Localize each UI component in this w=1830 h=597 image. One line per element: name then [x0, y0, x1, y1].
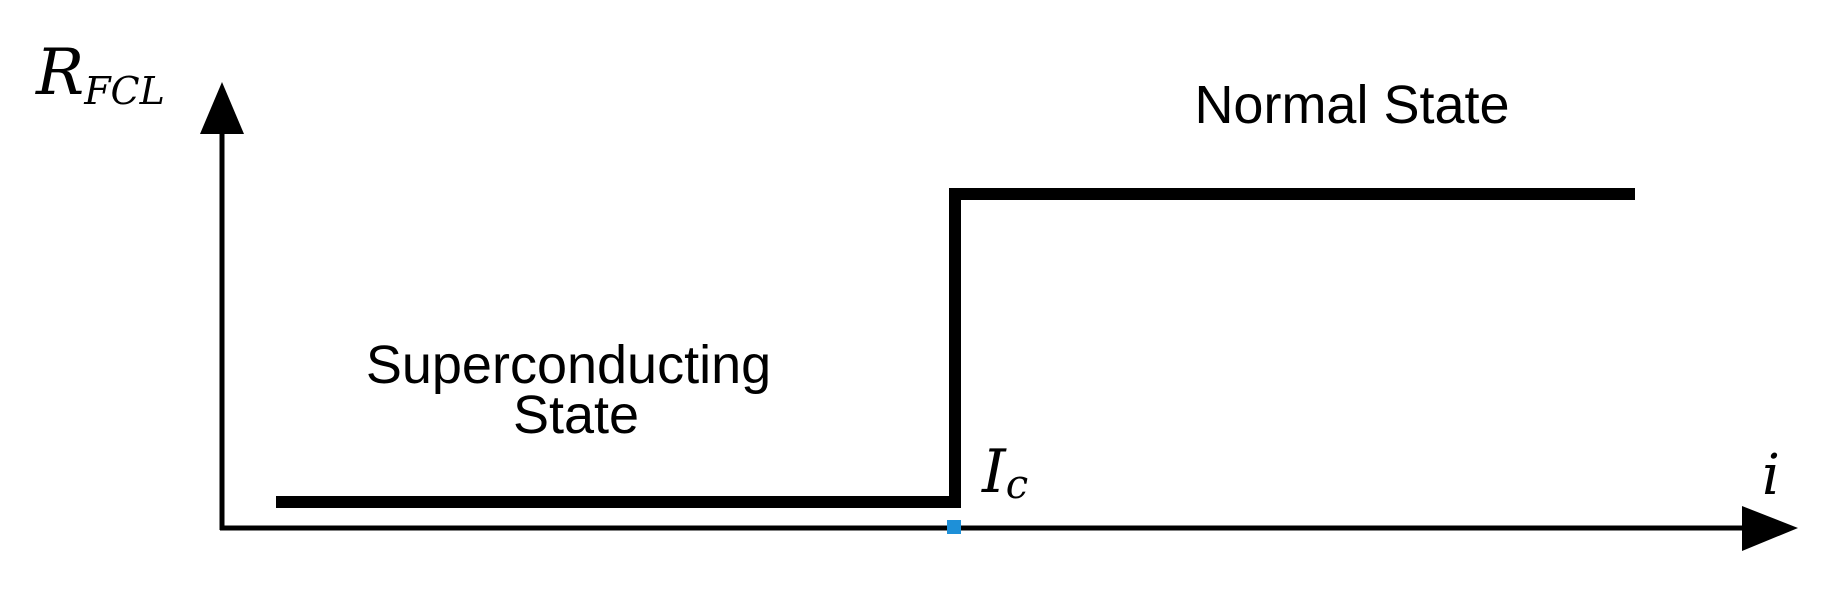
- y-axis-label-sub: FCL: [83, 69, 165, 113]
- x-axis-label: i: [1762, 443, 1780, 508]
- normal-state-label: Normal State: [1194, 75, 1509, 135]
- critical-current-marker: [947, 520, 961, 534]
- critical-current-label-sub: c: [1006, 462, 1028, 508]
- superconducting-state-label: Superconducting State: [366, 335, 786, 445]
- critical-current-label: Ic: [981, 437, 1028, 508]
- superconducting-state-line2: State: [513, 385, 639, 445]
- y-axis-label-main: R: [35, 36, 84, 110]
- superconducting-state-line1: Superconducting: [366, 335, 771, 395]
- x-axis-arrowhead: [1742, 506, 1798, 551]
- y-axis-label: RFCL: [35, 36, 165, 113]
- y-axis-arrowhead: [200, 82, 244, 134]
- critical-current-label-main: I: [981, 437, 1007, 507]
- resistance-step-curve: [276, 188, 1635, 508]
